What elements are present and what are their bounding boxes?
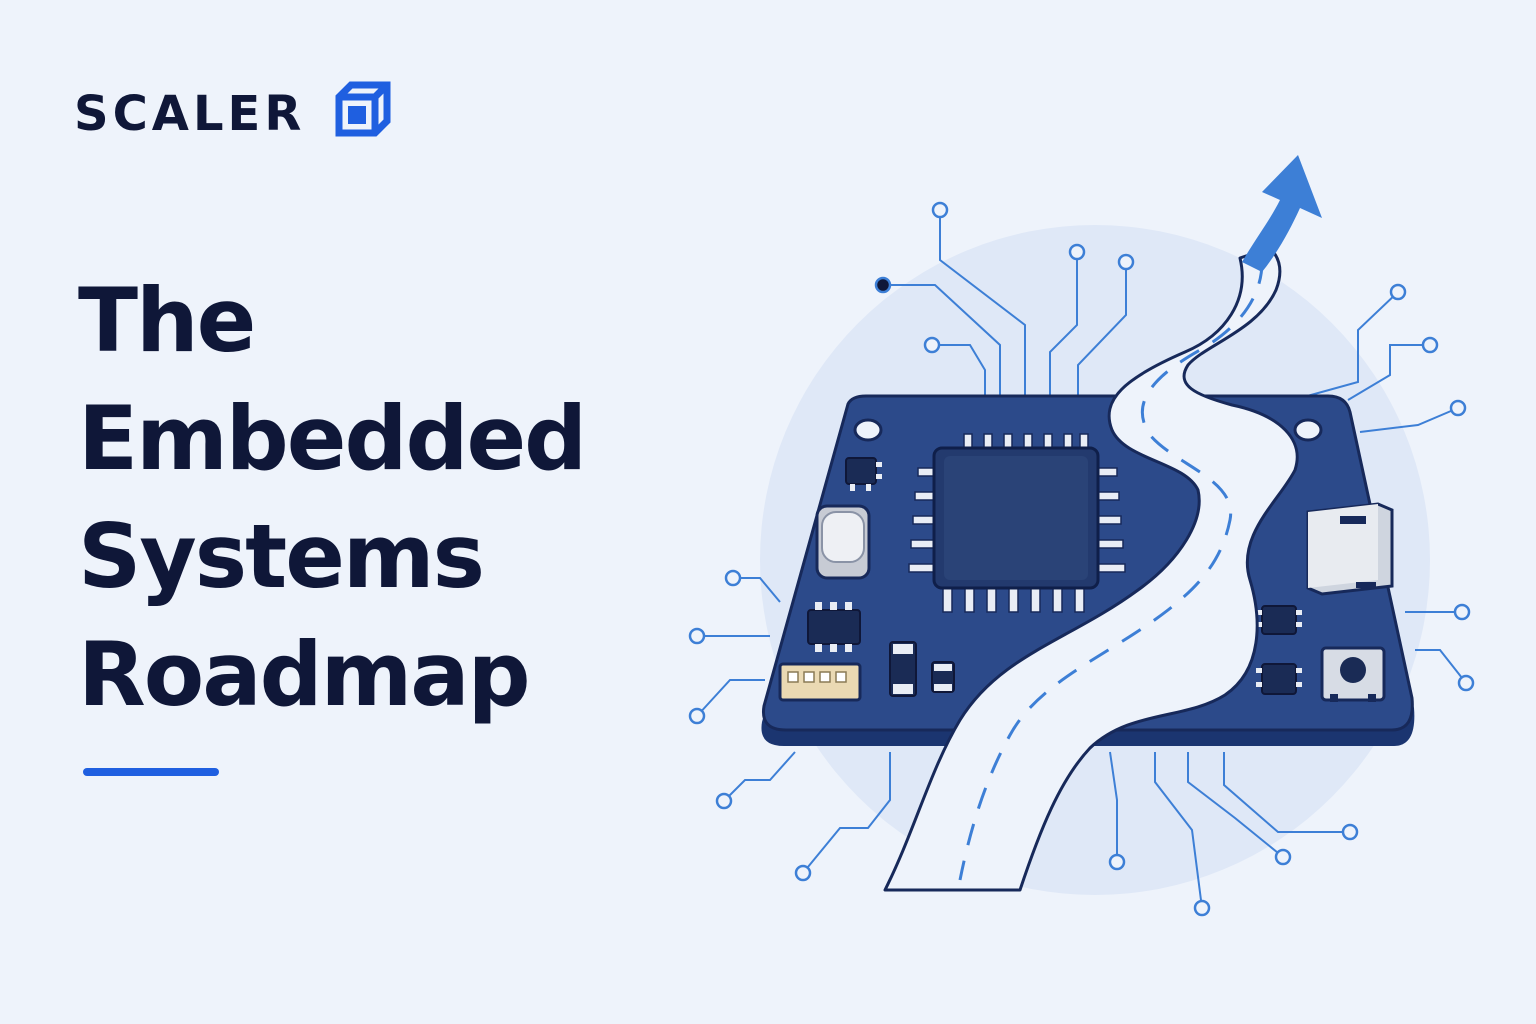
- pin-header-connector: [778, 662, 862, 702]
- small-ic-top-left: [845, 457, 882, 491]
- roadmap-path: [883, 246, 1299, 892]
- title-line-3: Systems: [78, 505, 485, 608]
- trace-terminal-filled: [874, 276, 892, 294]
- resistor-component: [931, 661, 955, 693]
- crystal-oscillator: [815, 504, 871, 580]
- road-center-dashes: [958, 261, 1264, 881]
- mounting-hole: [853, 418, 883, 442]
- title-line-2: Embedded: [78, 387, 587, 490]
- push-button-switch: [1320, 646, 1386, 702]
- mounting-hole: [1293, 418, 1323, 442]
- circuit-traces: [696, 215, 1467, 909]
- capacitor-component: [889, 641, 917, 697]
- growth-arrow: [1242, 155, 1322, 272]
- page-title: The Embedded Systems Roadmap: [78, 262, 587, 734]
- brand-name: SCALER: [74, 86, 306, 142]
- small-ic-left: [807, 602, 861, 652]
- scaler-cube-logo-icon: [335, 81, 391, 137]
- usb-port: [1306, 502, 1394, 596]
- title-underline: [83, 768, 219, 776]
- small-ic-right-top: [1256, 605, 1302, 635]
- brand[interactable]: SCALER: [74, 81, 393, 144]
- small-ic-right-bottom: [1256, 663, 1302, 695]
- title-line-1: The: [78, 269, 256, 372]
- trace-terminals: [688, 201, 1475, 917]
- title-line-4: Roadmap: [78, 623, 531, 726]
